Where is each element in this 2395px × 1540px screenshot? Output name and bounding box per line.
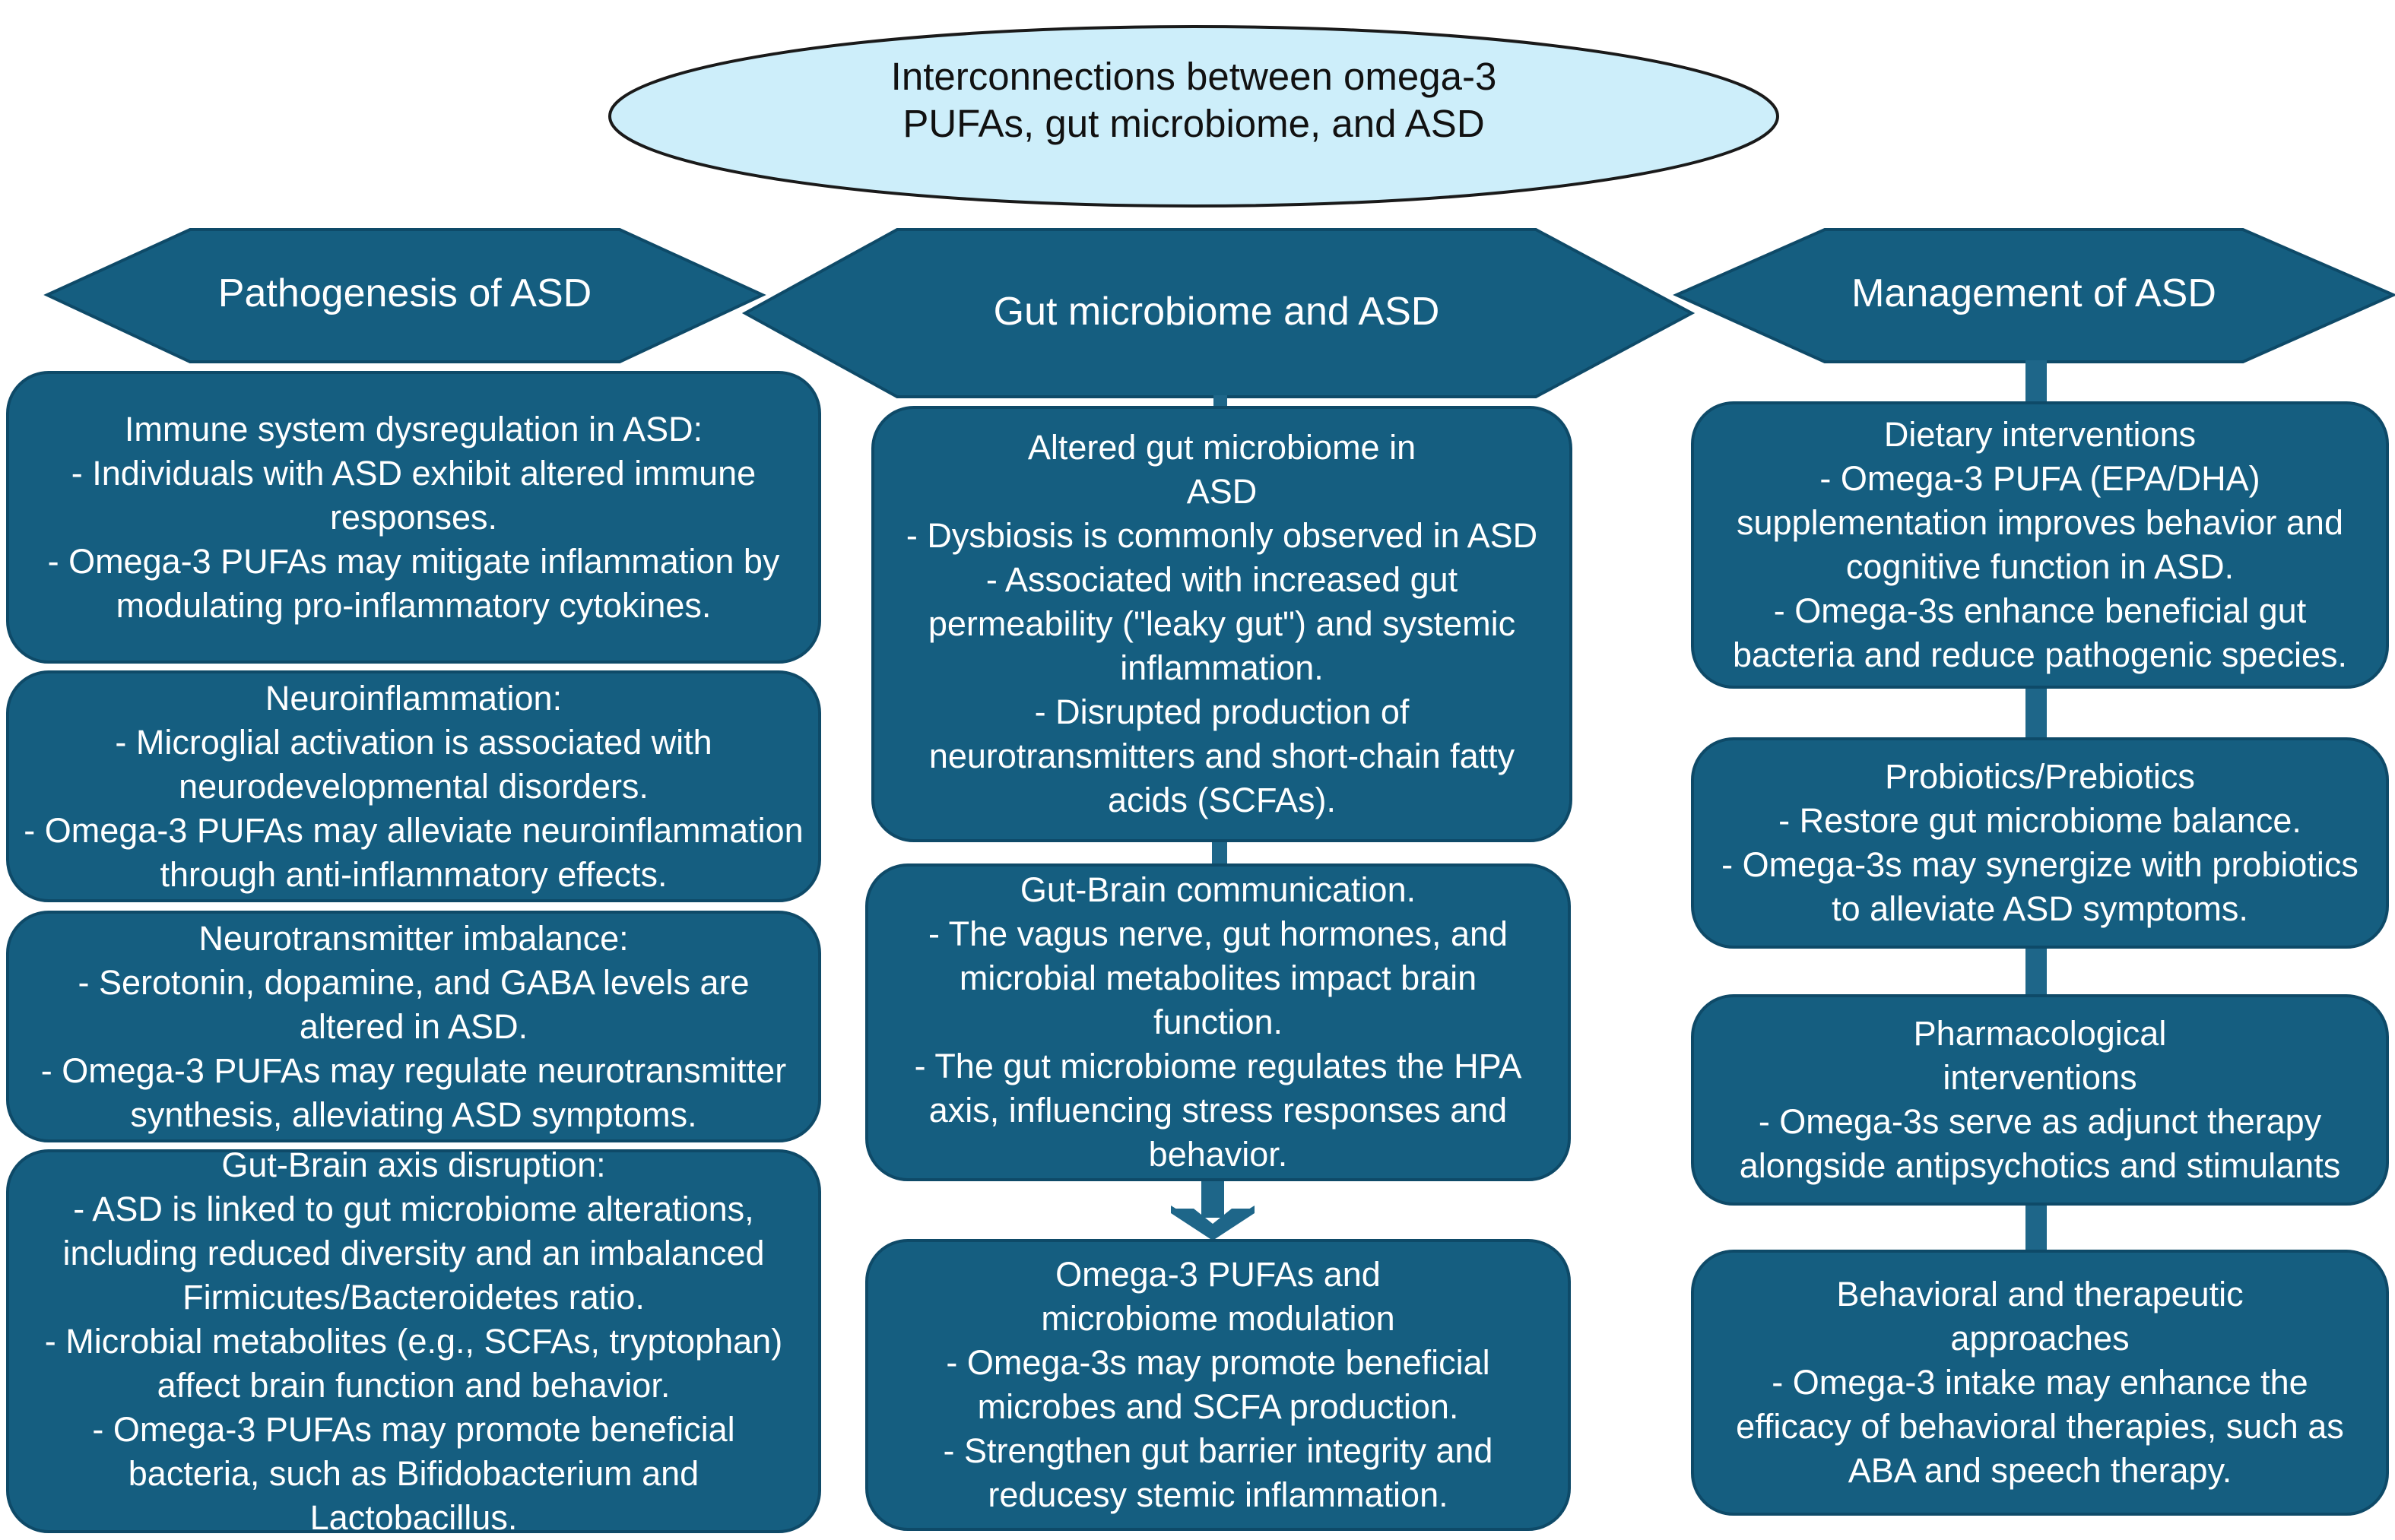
left-header-banner	[43, 228, 766, 363]
box-line: neurotransmitters and short-chain fatty	[928, 737, 1515, 775]
left-header-label: Pathogenesis of ASD	[217, 271, 592, 315]
box-line: - Disrupted production of	[1034, 692, 1410, 731]
right-connector-1	[2025, 360, 2047, 403]
box-line: - Restore gut microbiome balance.	[1778, 801, 2301, 840]
neuroinflammation-box: Neuroinflammation: - Microglial activati…	[6, 670, 821, 902]
box-line: - Omega-3 intake may enhance the	[1772, 1363, 2308, 1402]
box-line: - Omega-3 PUFAs may alleviate neuroinfla…	[24, 810, 804, 850]
box-line: affect brain function and behavior.	[157, 1365, 671, 1405]
gut-brain-communication-box: Gut-Brain communication. - The vagus ner…	[865, 863, 1571, 1181]
probiotics-prebiotics-box: Probiotics/Prebiotics - Restore gut micr…	[1691, 737, 2389, 949]
middle-arrow-down-icon	[1175, 1209, 1251, 1239]
box-line: approaches	[1950, 1319, 2130, 1358]
box-line: microbes and SCFA production.	[977, 1387, 1459, 1426]
box-line: alongside antipsychotics and stimulants	[1739, 1146, 2341, 1185]
box-line: - The vagus nerve, gut hormones, and	[928, 914, 1508, 953]
box-line: altered in ASD.	[299, 1006, 528, 1046]
box-line: reducesy stemic inflammation.	[988, 1475, 1448, 1514]
box-line: acids (SCFAs).	[1107, 781, 1337, 819]
box-line: - Omega-3 PUFAs may regulate neurotransm…	[40, 1050, 787, 1090]
box-line: Gut-Brain axis disruption:	[221, 1145, 606, 1184]
right-header-banner	[1673, 228, 2395, 363]
box-line: including reduced diversity and an imbal…	[62, 1233, 765, 1272]
box-line: interventions	[1943, 1058, 2137, 1097]
box-line: neurodevelopmental disorders.	[179, 766, 649, 806]
box-line: - Serotonin, dopamine, and GABA levels a…	[78, 962, 750, 1002]
box-line: - Omega-3 PUFAs may mitigate inflammatio…	[47, 541, 780, 581]
box-line: Dietary interventions	[1883, 415, 2197, 454]
box-line: Gut-Brain communication.	[1020, 870, 1416, 909]
altered-gut-microbiome-box: Altered gut microbiome in ASD - Dysbiosi…	[871, 406, 1572, 842]
box-line: - Omega-3s may synergize with probiotics	[1721, 845, 2359, 884]
box-line: Altered gut microbiome in	[1027, 428, 1416, 467]
box-line: function.	[1153, 1003, 1283, 1041]
right-connector-4	[2025, 1204, 2047, 1251]
box-line: microbial metabolites impact brain	[959, 959, 1477, 997]
right-header-label: Management of ASD	[1851, 271, 2216, 315]
box-line: - Omega-3 PUFAs may promote beneficial	[92, 1409, 735, 1449]
gut-brain-axis-disruption-box: Gut-Brain axis disruption: - ASD is link…	[6, 1145, 821, 1537]
box-line: Neuroinflammation:	[265, 678, 563, 718]
box-line: bacteria and reduce pathogenic species.	[1732, 635, 2348, 674]
box-line: bacteria, such as Bifidobacterium and	[128, 1453, 699, 1493]
right-connector-2	[2025, 687, 2047, 739]
box-line: Immune system dysregulation in ASD:	[124, 409, 703, 448]
middle-connector-3	[1201, 1178, 1224, 1218]
box-line: ASD	[1186, 472, 1258, 511]
box-line: efficacy of behavioral therapies, such a…	[1736, 1407, 2344, 1446]
behavioral-therapeutic-box: Behavioral and therapeutic approaches - …	[1691, 1250, 2389, 1516]
neurotransmitter-imbalance-box: Neurotransmitter imbalance: - Serotonin,…	[6, 911, 821, 1142]
box-line: - Omega-3s serve as adjunct therapy	[1758, 1102, 2322, 1141]
middle-header-label: Gut microbiome and ASD	[993, 290, 1440, 334]
box-line: synthesis, alleviating ASD symptoms.	[130, 1095, 697, 1134]
box-line: responses.	[329, 497, 498, 537]
title-line-1: Interconnections between omega-3	[890, 55, 1497, 98]
box-line: Firmicutes/Bacteroidetes ratio.	[182, 1277, 645, 1317]
box-line: - Strengthen gut barrier integrity and	[943, 1431, 1493, 1470]
box-line: cognitive function in ASD.	[1845, 547, 2235, 586]
dietary-interventions-box: Dietary interventions - Omega-3 PUFA (EP…	[1691, 401, 2389, 689]
box-line: - Omega-3s enhance beneficial gut	[1773, 591, 2307, 630]
pharmacological-interventions-box: Pharmacological interventions - Omega-3s…	[1691, 994, 2389, 1206]
box-line: - Microglial activation is associated wi…	[115, 722, 712, 762]
box-line: - Microbial metabolites (e.g., SCFAs, tr…	[44, 1321, 783, 1361]
box-line: through anti-inflammatory effects.	[160, 854, 668, 894]
middle-connector-2	[1212, 841, 1227, 865]
box-line: - Dysbiosis is commonly observed in ASD	[906, 516, 1538, 555]
box-line: - Omega-3 PUFA (EPA/DHA)	[1819, 459, 2260, 498]
box-line: ABA and speech therapy.	[1848, 1451, 2232, 1490]
box-line: permeability ("leaky gut") and systemic	[928, 604, 1516, 643]
title-line-2: PUFAs, gut microbiome, and ASD	[902, 102, 1485, 145]
box-line: to alleviate ASD symptoms.	[1832, 889, 2248, 928]
title-ellipse	[608, 25, 1779, 208]
omega3-microbiome-modulation-box: Omega-3 PUFAs and microbiome modulation …	[865, 1239, 1571, 1531]
box-line: Omega-3 PUFAs and	[1055, 1255, 1381, 1294]
box-line: - Individuals with ASD exhibit altered i…	[71, 453, 757, 493]
box-line: Neurotransmitter imbalance:	[198, 918, 629, 958]
box-line: modulating pro-inflammatory cytokines.	[116, 585, 712, 625]
middle-connector-1	[1213, 395, 1227, 409]
box-line: Pharmacological	[1913, 1014, 2167, 1053]
box-line: axis, influencing stress responses and	[928, 1091, 1508, 1130]
right-connector-3	[2025, 947, 2047, 996]
box-line: microbiome modulation	[1041, 1299, 1395, 1338]
box-line: behavior.	[1148, 1135, 1288, 1174]
box-line: inflammation.	[1120, 648, 1324, 687]
box-line: - Omega-3s may promote beneficial	[946, 1343, 1490, 1382]
box-line: - Associated with increased gut	[985, 560, 1458, 599]
immune-dysregulation-box: Immune system dysregulation in ASD: - In…	[6, 371, 821, 664]
box-line: Probiotics/Prebiotics	[1885, 757, 2195, 796]
box-line: Behavioral and therapeutic	[1836, 1275, 2244, 1313]
box-line: supplementation improves behavior and	[1737, 503, 2343, 542]
box-line: - ASD is linked to gut microbiome altera…	[73, 1189, 754, 1228]
box-line: Lactobacillus.	[309, 1497, 518, 1537]
diagram-title: Interconnections between omega-3 PUFAs, …	[612, 53, 1775, 147]
middle-header-banner	[741, 228, 1696, 398]
box-line: - The gut microbiome regulates the HPA	[914, 1047, 1522, 1085]
